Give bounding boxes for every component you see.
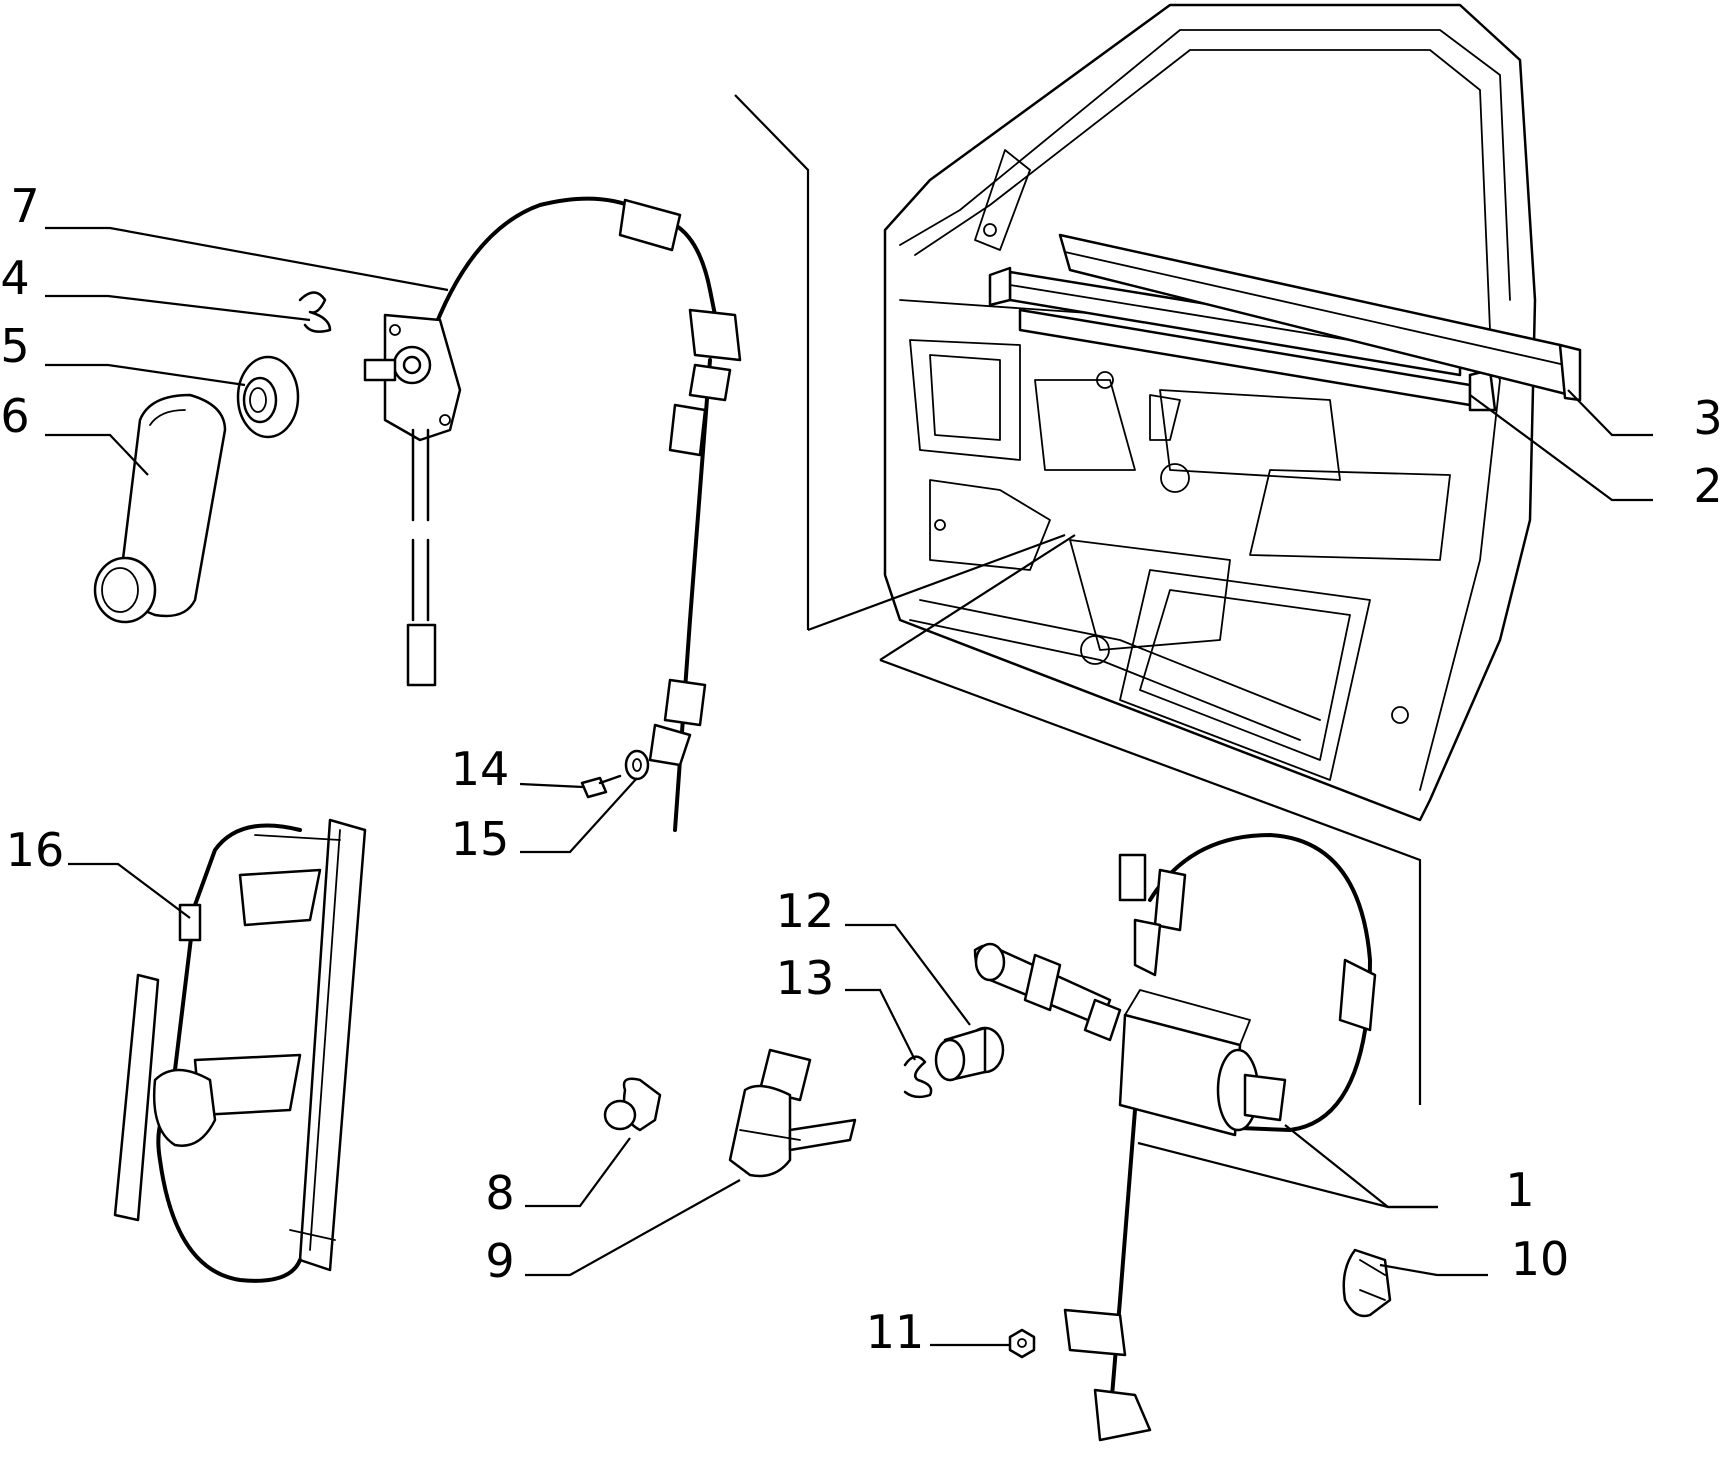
callout-6: 6 bbox=[0, 389, 29, 443]
cable-window-regulator bbox=[363, 196, 742, 832]
guide-line-diagonal bbox=[879, 534, 1076, 661]
grommet-part-8 bbox=[603, 1077, 662, 1132]
bracket-part-9 bbox=[728, 1048, 857, 1178]
motor-window-regulator bbox=[973, 832, 1377, 1442]
clip-part-10 bbox=[1342, 1248, 1392, 1318]
callout-14: 14 bbox=[451, 742, 510, 796]
callout-3: 3 bbox=[1693, 391, 1722, 445]
callout-15: 15 bbox=[451, 812, 510, 866]
callout-16: 16 bbox=[6, 823, 65, 877]
callout-13: 13 bbox=[776, 951, 835, 1005]
nut-part-11 bbox=[1008, 1328, 1036, 1359]
crank-handle-part-6 bbox=[93, 393, 227, 624]
screw-part-14 bbox=[580, 774, 622, 799]
callout-4: 4 bbox=[0, 251, 29, 305]
callout-11: 11 bbox=[866, 1305, 925, 1359]
guide-line-lower bbox=[807, 533, 1066, 632]
callout-1: 1 bbox=[1505, 1163, 1534, 1217]
callout-8: 8 bbox=[485, 1166, 514, 1220]
callout-7: 7 bbox=[10, 179, 39, 233]
washer-part-15 bbox=[624, 749, 650, 781]
guide-line-upper bbox=[734, 94, 810, 630]
bush-part-12 bbox=[934, 1026, 1005, 1082]
bushing-part-5 bbox=[236, 355, 300, 439]
leader-lines bbox=[45, 226, 1653, 1347]
callout-12: 12 bbox=[776, 884, 835, 938]
electric-window-regulator bbox=[113, 818, 367, 1283]
clip-part-13 bbox=[903, 1055, 933, 1099]
callout-10: 10 bbox=[1511, 1232, 1570, 1286]
callout-9: 9 bbox=[485, 1234, 514, 1288]
callout-5: 5 bbox=[0, 319, 29, 373]
guide-line-right bbox=[879, 658, 1422, 1105]
door-panel bbox=[883, 3, 1582, 822]
clip-part-4 bbox=[298, 291, 332, 333]
callout-2: 2 bbox=[1693, 459, 1722, 513]
